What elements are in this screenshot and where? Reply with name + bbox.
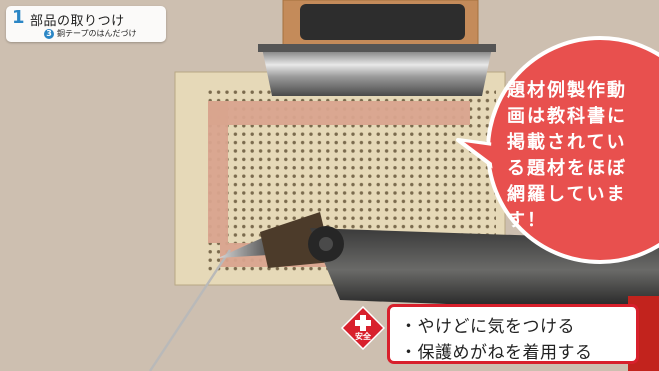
step-title: 部品の取りつけ [30,14,125,29]
step-label: 1 部品の取りつけ 3 銅テープのはんだづけ [6,6,166,42]
solder-wire [148,249,232,371]
copper-tape-top [208,101,470,125]
safety-line-burn: ・やけどに気をつける [400,317,575,337]
binder-clip [258,4,496,96]
sub-step-badge: 3 [44,29,54,39]
copper-tape-left [208,101,228,243]
safety-notice: ・やけどに気をつける ・保護めがねを着用する [387,304,639,364]
safety-cross-icon [341,306,385,350]
bubble-line: す！ [507,210,547,231]
speech-bubble [456,36,659,264]
step-number: 1 [12,7,25,28]
bubble-line: る題材をほぼ [507,158,627,179]
bubble-line: 網羅していま [507,184,627,205]
safety-line-goggles: ・保護めがねを着用する [400,343,593,363]
safety-label: 安全 [355,332,371,341]
bubble-line: 画は教科書に [507,106,627,127]
bubble-line: 題材例製作動 [507,80,627,101]
sub-step-title: 銅テープのはんだづけ [57,29,137,38]
bubble-text: 題材例製作動 画は教科書に 掲載されてい る題材をほぼ 網羅していま す！ [507,78,659,234]
bubble-line: 掲載されてい [507,132,627,153]
